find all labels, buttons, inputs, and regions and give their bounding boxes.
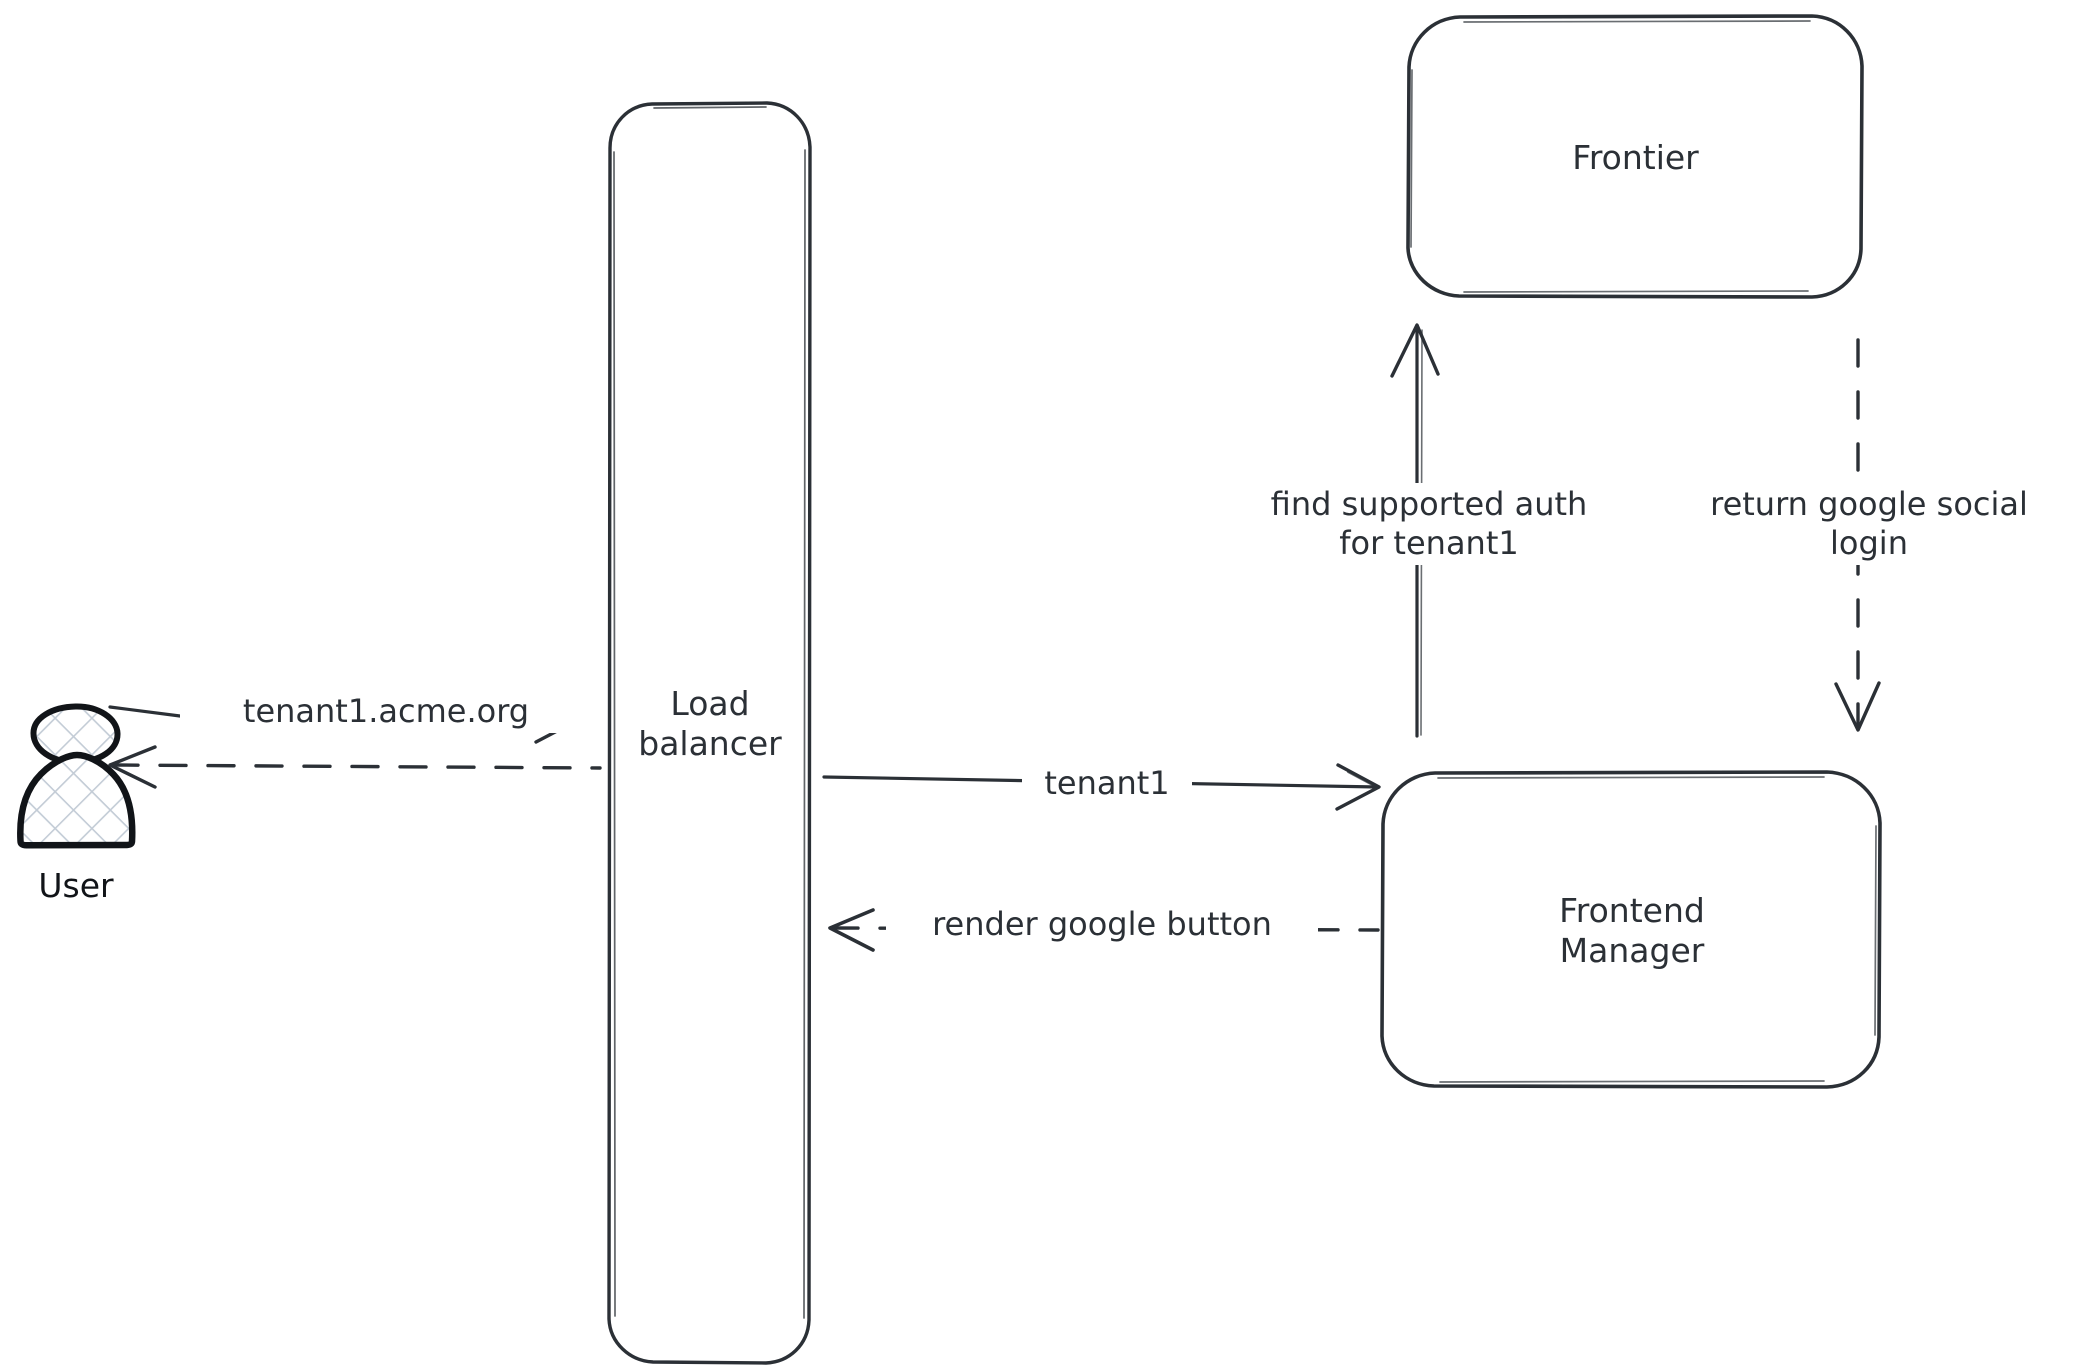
edge-label-tenant1: tenant1 [1022, 762, 1192, 806]
frontend-manager-shape[interactable] [1380, 770, 1882, 1089]
edge-label-return-google-social-login: return google social login [1663, 483, 2075, 566]
edge-load-balancer-to-user-line [108, 745, 602, 789]
user-actor-glyph [17, 703, 136, 849]
edge-label-tenant1-acme-org: tenant1.acme.org [180, 690, 592, 734]
frontier-shape[interactable] [1406, 14, 1864, 299]
edge-label-find-supported-auth: find supported auth for tenant1 [1213, 483, 1645, 566]
user-actor-label: User [38, 866, 114, 905]
edge-label-render-google-button: render google button [886, 903, 1318, 947]
edge-frontier-to-frontend-manager-line [1834, 338, 1881, 732]
load-balancer-shape[interactable] [607, 101, 812, 1365]
